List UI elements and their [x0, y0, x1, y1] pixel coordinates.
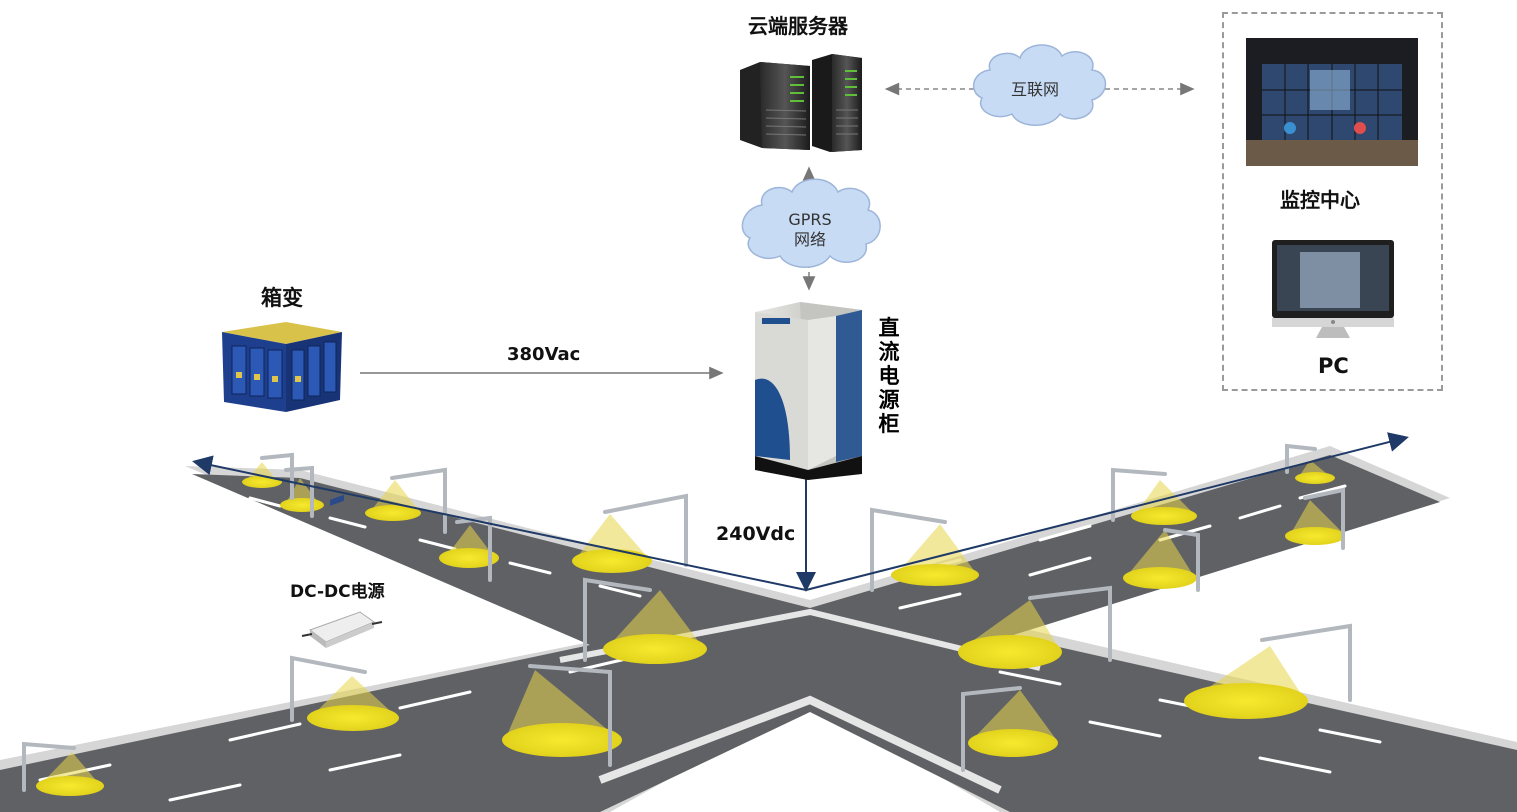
dc-cabinet-icon — [755, 302, 862, 480]
dc-cabinet-label: 直 流 电 源 柜 — [878, 316, 900, 436]
left-branch-arrow — [192, 455, 807, 591]
cloud-icon — [972, 44, 1107, 126]
box-transformer-icon — [222, 322, 342, 412]
pc-monitor-icon — [1272, 240, 1394, 338]
cloud-server-label: 云端服务器 — [748, 14, 848, 38]
road-network — [0, 440, 1517, 812]
box-transformer-label: 箱变 — [261, 286, 303, 310]
network-links — [802, 82, 1195, 291]
cloud-icon — [741, 178, 881, 268]
pc-label: PC — [1318, 354, 1349, 378]
dcdc-power-label: DC-DC电源 — [290, 582, 385, 602]
right-branch-arrow — [805, 432, 1409, 591]
monitor-wall-photo — [1246, 38, 1418, 166]
monitoring-group-frame — [1222, 12, 1443, 391]
street-lights — [22, 443, 1352, 796]
gprs-label: GPRS — [788, 210, 832, 229]
monitor-center-label: 监控中心 — [1280, 188, 1360, 212]
distribution-lines — [192, 432, 1409, 592]
server-rack-icon — [740, 54, 862, 152]
ac-voltage-label: 380Vac — [507, 344, 581, 365]
gprs-network-label: 网络 — [793, 230, 826, 249]
internet-label: 互联网 — [1010, 80, 1059, 99]
dc-voltage-label: 240Vdc — [716, 523, 796, 545]
dcdc-module-icon — [301, 494, 383, 648]
